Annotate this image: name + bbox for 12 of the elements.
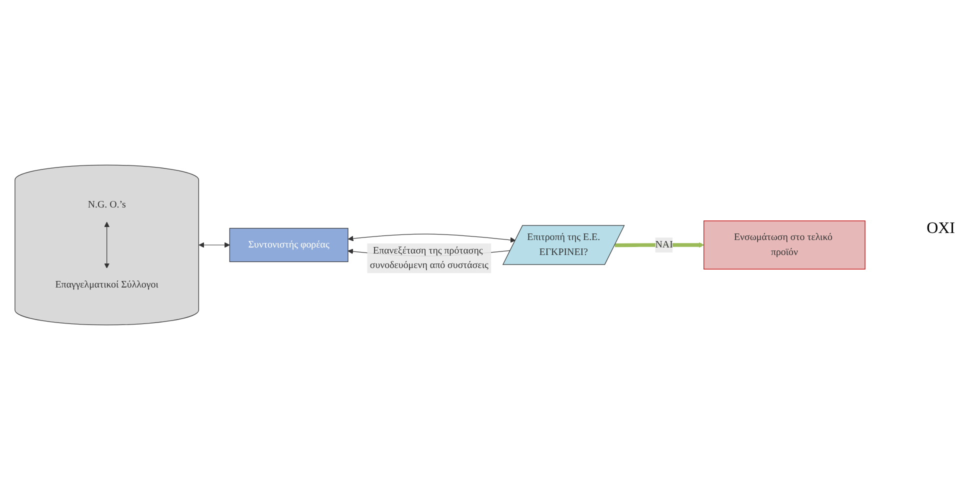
arrow <box>104 222 110 268</box>
cluster <box>14 164 199 326</box>
node-box: Συντονιστής φορέας <box>229 228 348 262</box>
edge-label: Επανεξέταση της πρότασης συνοδευόμενη από συστάσεις <box>370 245 488 271</box>
note-text: ΟΧΙ <box>926 220 955 238</box>
arrow <box>614 242 704 248</box>
node-text: N.G. O.’s <box>88 199 126 210</box>
arrow <box>348 234 516 243</box>
arrow <box>198 242 230 248</box>
node-text: Επαγγελματικοί Σύλλογοι <box>55 279 158 290</box>
node-box: Ενσωμάτωση στο τελικό προϊόν <box>704 220 866 270</box>
edge-label: ΝΑΙ <box>655 239 673 250</box>
